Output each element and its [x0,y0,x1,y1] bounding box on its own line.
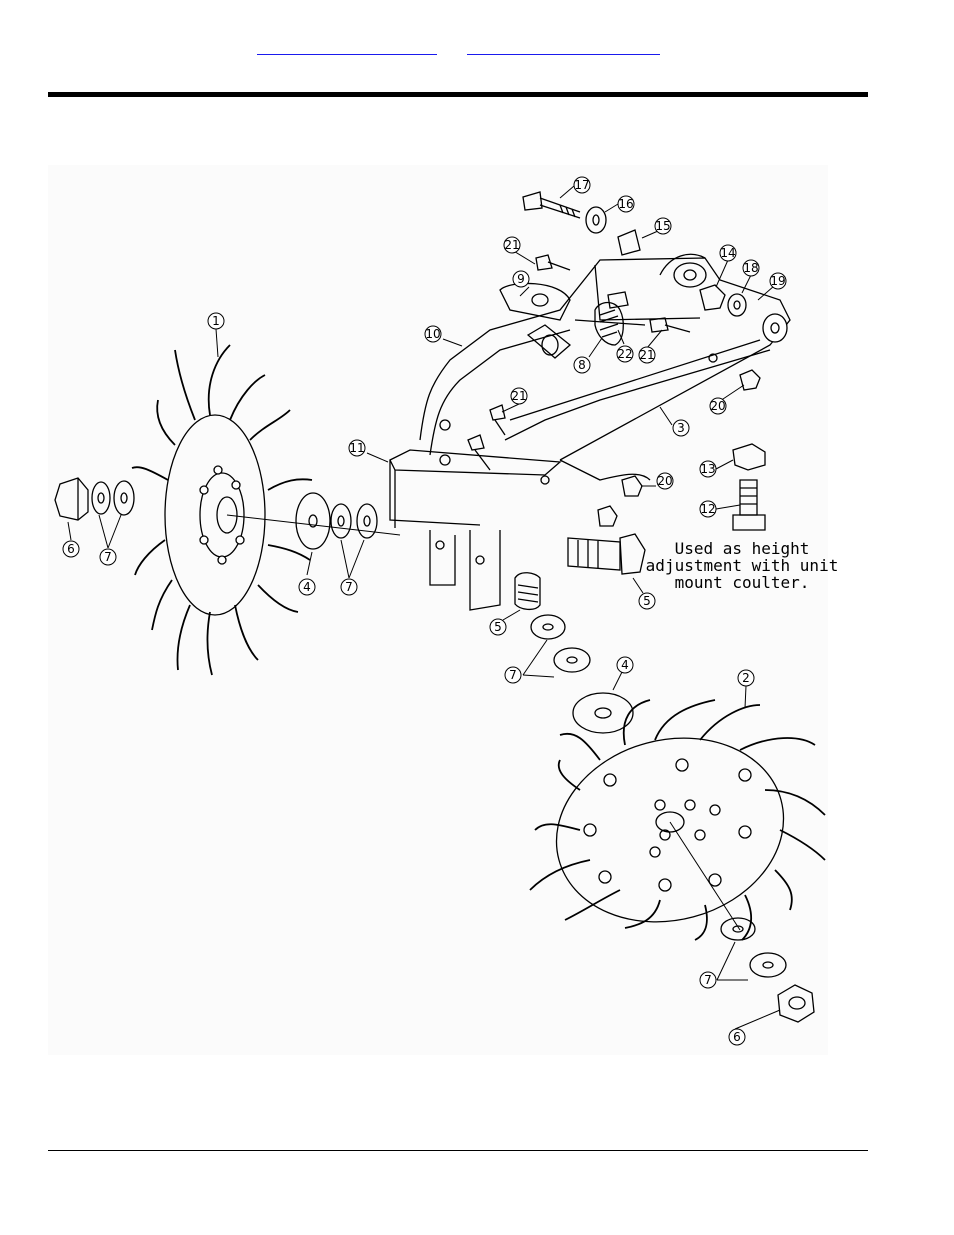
upper-hardware [467,191,761,527]
right-upper-washers [530,614,634,734]
frame-assembly [389,253,791,611]
callout-11: 11 [349,441,364,455]
bolt-hardware [514,443,766,611]
callouts: 1 2 3 4 4 5 5 6 6 7 7 7 7 8 9 10 11 12 1… [62,176,787,1046]
callout-10: 10 [425,327,440,341]
callout-4b: 4 [621,658,629,672]
callout-7b: 7 [345,580,353,594]
callout-4a: 4 [303,580,311,594]
left-tine-wheel [131,344,313,676]
callout-5a: 5 [643,594,651,608]
callout-7d: 7 [704,973,712,987]
callout-21a: 21 [504,238,519,252]
callout-18: 18 [743,261,758,275]
callout-15: 15 [655,219,670,233]
callout-19: 19 [770,274,785,288]
callout-21b: 21 [511,389,526,403]
callout-7c: 7 [509,668,517,682]
leader-lines [67,185,781,1030]
callout-6b: 6 [733,1030,741,1044]
callout-16: 16 [618,197,633,211]
header-link-1[interactable] [257,40,437,55]
callout-22: 22 [617,347,632,361]
callout-12: 12 [700,502,715,516]
height-adjustment-note: Used as height adjustment with unit moun… [646,539,839,592]
callout-17: 17 [574,178,589,192]
callout-9: 9 [517,272,525,286]
callout-21c: 21 [639,348,654,362]
header-link-2[interactable] [467,40,660,55]
footer-rule [48,1150,868,1151]
callout-6a: 6 [67,542,75,556]
drawing-background [48,165,828,1055]
note-line-1: Used as height [675,539,810,558]
callout-20a: 20 [657,474,672,488]
callout-8: 8 [578,358,586,372]
callout-3: 3 [677,421,685,435]
callout-2: 2 [742,671,750,685]
left-hardware-stack [54,477,401,550]
header-rule [48,92,868,97]
note-line-2: adjustment with unit [646,556,839,575]
right-tine-wheel [529,699,826,941]
callout-14: 14 [720,246,735,260]
callout-7a: 7 [104,550,112,564]
callout-5b: 5 [494,620,502,634]
callout-13: 13 [700,462,715,476]
right-lower-hardware [720,917,815,1023]
callout-20b: 20 [710,399,725,413]
callout-1: 1 [212,314,220,328]
note-line-3: mount coulter. [675,573,810,592]
